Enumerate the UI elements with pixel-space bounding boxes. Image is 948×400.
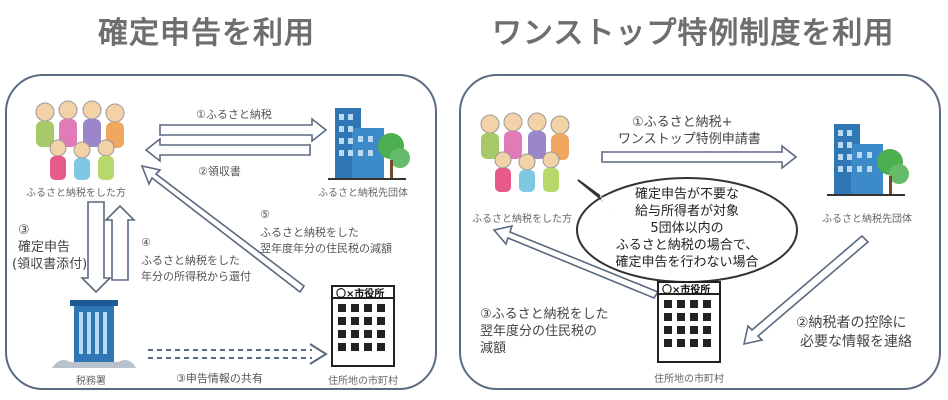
right-step3-line1: ③ふるさと納税をした	[480, 307, 609, 322]
left-share-label: ③申告情報の共有	[176, 372, 263, 385]
left-tax-office-caption: 税務署	[76, 376, 106, 387]
left-step5-line2: 翌年度年分の住民税の減額	[260, 242, 392, 255]
bubble-line-2: 給与所得者が対象	[634, 204, 739, 219]
left-step4-line1: ふるさと納税をした	[141, 254, 240, 267]
right-step2-line1: ②納税者の控除に	[796, 315, 907, 331]
bubble-line-1: 確定申告が不要な	[634, 187, 739, 202]
right-city-sign: 〇×市役所	[662, 285, 711, 296]
left-step4-line2: 年分の所得税から還付	[141, 270, 251, 283]
donor-people-icon	[35, 100, 125, 180]
city-hall-icon	[331, 285, 395, 367]
city-hall-icon-right	[657, 281, 721, 363]
target-municipality-icon-right	[827, 124, 909, 196]
note-bubble	[576, 177, 798, 283]
right-arrow1-line1: ①ふるさと納税+	[632, 115, 733, 130]
left-city-sign: 〇×市役所	[336, 289, 385, 300]
left-city-caption: 住所地の市町村	[328, 376, 398, 387]
right-step3-line2: 翌年度分の住民税の	[480, 324, 598, 339]
left-step5-line1: ふるさと納税をした	[260, 226, 359, 239]
right-step3-line3: 減額	[480, 341, 507, 356]
left-arrow2-label: ②領収書	[198, 165, 241, 178]
right-city-caption: 住所地の市町村	[654, 374, 724, 385]
left-step4-num: ④	[141, 236, 151, 249]
bubble-line-5: 確定申告を行わない場合	[615, 255, 759, 270]
bubble-line-4: ふるさと納税の場合で、	[615, 238, 759, 253]
left-step3-line2: (領収書添付)	[12, 257, 88, 272]
left-target-caption: ふるさと納税先団体	[318, 188, 408, 199]
left-step5-num: ⑤	[260, 208, 270, 221]
right-step2-line2: 必要な情報を連絡	[800, 334, 912, 350]
target-municipality-icon	[328, 108, 410, 180]
right-target-caption: ふるさと納税先団体	[822, 214, 912, 225]
left-title: 確定申告を利用	[98, 16, 315, 51]
right-donor-caption: ふるさと納税をした方	[472, 214, 572, 225]
right-arrow1-line2: ワンストップ特例申請書	[618, 132, 761, 147]
left-donor-caption: ふるさと納税をした方	[26, 188, 126, 199]
donor-people-icon-right	[480, 112, 570, 192]
left-arrow1-label: ①ふるさと納税	[196, 108, 272, 121]
tax-office-icon	[52, 300, 136, 368]
right-title: ワンストップ特例制度を利用	[492, 16, 895, 51]
left-step3-line1: 確定申告	[18, 240, 71, 255]
bubble-line-3: 5団体以内の	[650, 221, 724, 236]
left-step3-num: ③	[18, 223, 30, 238]
